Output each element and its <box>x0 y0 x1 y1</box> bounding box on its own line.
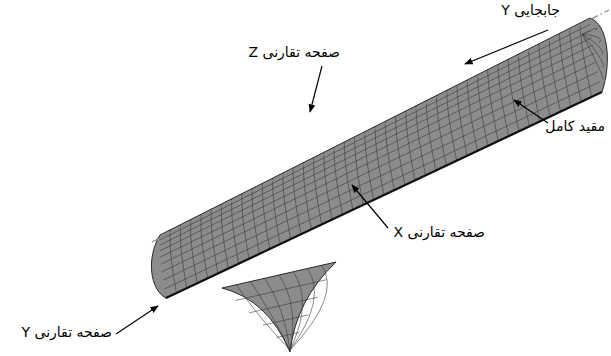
leader-line <box>514 100 548 123</box>
mesh-line <box>236 280 327 301</box>
mesh-line <box>160 37 592 250</box>
mesh-line <box>549 39 560 112</box>
leader-line <box>116 306 158 334</box>
mesh-line <box>290 265 327 350</box>
mesh-line <box>252 189 259 254</box>
mesh-line <box>355 137 364 205</box>
hull-surface <box>151 18 607 298</box>
mesh-line <box>570 28 582 101</box>
mesh-line <box>242 194 249 259</box>
mesh-line <box>249 297 317 313</box>
mesh-line <box>375 127 384 196</box>
mesh-line <box>263 315 309 325</box>
mesh-line <box>582 34 603 55</box>
keel-fin <box>222 262 336 352</box>
mesh-line <box>539 44 550 117</box>
mesh-line <box>180 225 186 289</box>
mesh-line <box>559 34 571 107</box>
mesh-line <box>160 24 591 240</box>
mesh-line <box>457 85 467 156</box>
mesh-line <box>518 54 529 126</box>
mesh-line <box>426 101 436 171</box>
mesh-line <box>582 28 597 34</box>
mesh-line <box>160 45 593 257</box>
mesh-line <box>334 147 342 214</box>
mesh-line <box>273 178 281 244</box>
mesh-line <box>508 59 519 131</box>
mesh-line <box>262 183 269 249</box>
mesh-line <box>201 214 208 278</box>
mesh-line <box>324 152 332 219</box>
mesh-line <box>582 34 603 80</box>
mesh-line <box>236 285 290 350</box>
annotation-label: صفحه تقارنی Z <box>248 44 340 61</box>
mesh-line <box>276 332 299 337</box>
mesh-line <box>283 173 291 239</box>
mesh-line <box>221 204 228 269</box>
mesh-line <box>395 116 404 185</box>
mesh-line <box>416 106 426 176</box>
mesh-line <box>163 72 598 280</box>
mesh-line <box>406 111 415 180</box>
mesh-line <box>165 82 600 289</box>
mesh-line <box>160 31 591 246</box>
fin-surface <box>222 262 336 352</box>
mesh-line <box>365 132 374 200</box>
mesh-line <box>279 275 293 350</box>
mesh-line <box>582 34 603 67</box>
mesh-line <box>385 121 394 190</box>
mesh-line <box>293 168 301 234</box>
mesh-line <box>467 80 477 151</box>
mesh-line <box>303 163 311 230</box>
leader-line <box>352 185 388 228</box>
mesh-line <box>314 158 322 225</box>
mesh-line <box>488 70 499 141</box>
mesh-line <box>582 34 600 43</box>
leader-arrows <box>116 30 548 334</box>
mesh-line <box>232 199 239 264</box>
mesh-line <box>477 75 487 146</box>
annotation-label: مقید کامل <box>545 118 605 135</box>
hull-outline <box>151 18 607 298</box>
leader-line <box>465 30 548 64</box>
mesh-line <box>191 220 198 284</box>
annotation-label: صفحه تقارنی Y <box>21 324 112 341</box>
mesh-line <box>251 282 291 351</box>
annotation-label: جابجایی Y <box>501 2 560 19</box>
mesh-line <box>498 65 509 137</box>
mesh-line <box>290 269 314 351</box>
keel-edge <box>166 92 602 298</box>
mesh-line <box>447 90 457 160</box>
mesh-line <box>161 53 594 264</box>
annotation-label: صفحه تقارنی X <box>393 224 485 241</box>
mesh-line <box>436 96 446 166</box>
mesh-line <box>162 62 596 272</box>
leader-line <box>310 66 322 112</box>
hull-mesh <box>151 18 607 298</box>
mesh-line <box>344 142 353 210</box>
mesh-line <box>170 230 176 293</box>
symmetry-axis <box>152 10 609 242</box>
mesh-line <box>211 209 218 273</box>
